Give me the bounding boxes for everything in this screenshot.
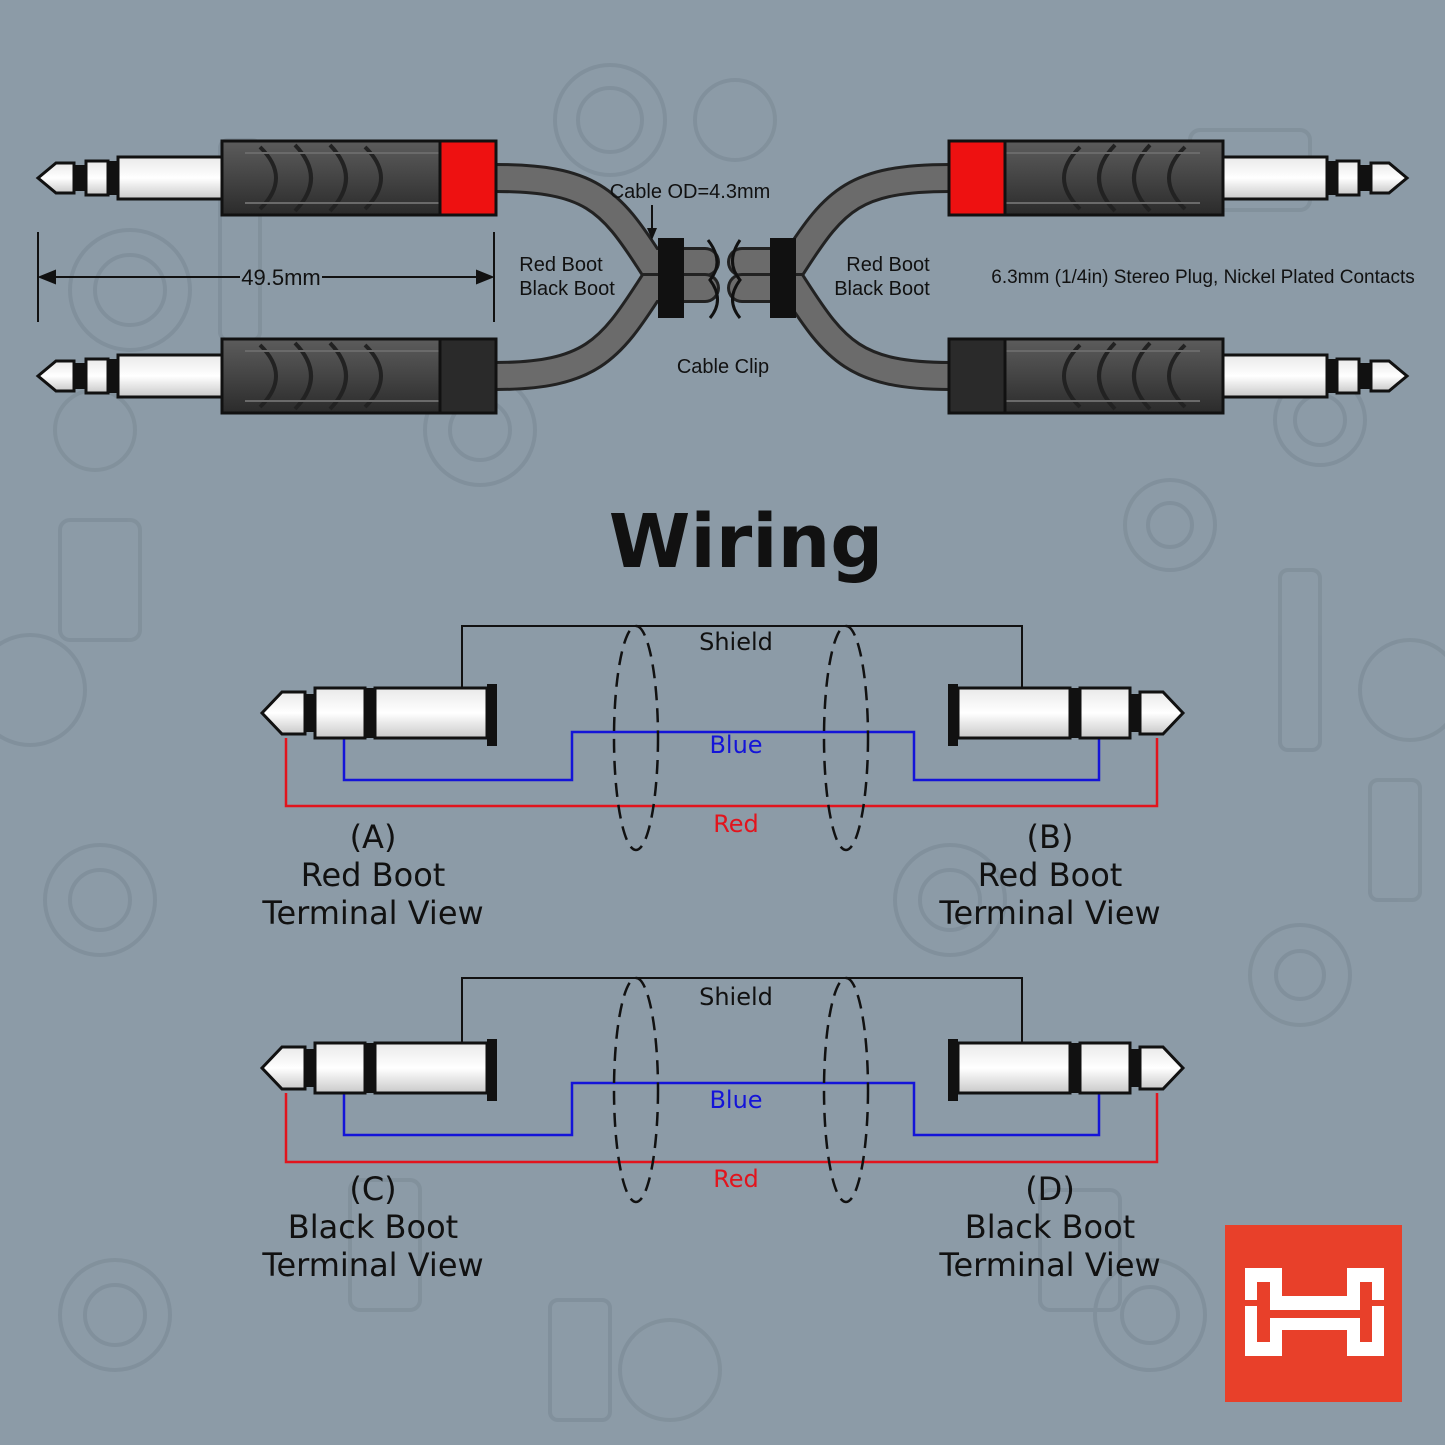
shield-label: Shield	[699, 983, 773, 1011]
cable-clip-right	[770, 238, 796, 318]
blue-label: Blue	[709, 1086, 762, 1114]
terminal-d-view: Terminal View	[938, 1246, 1160, 1284]
black-boot	[947, 337, 1007, 415]
wiring-diagram-ab: Shield Blue Red (A) Red Boot Terminal Vi…	[259, 624, 1186, 932]
shield-ellipse-left	[612, 976, 660, 1204]
shield-wire	[461, 625, 1023, 690]
red-boot	[438, 139, 498, 217]
cable-clip-label: Cable Clip	[677, 356, 769, 378]
terminal-c-id: (C)	[349, 1170, 396, 1208]
blue-wire	[342, 730, 1101, 782]
dimension-marker	[37, 232, 495, 322]
page-title: Wiring	[609, 499, 884, 585]
cable-clip-left	[658, 238, 684, 318]
plug-bottom-right	[947, 337, 1409, 415]
terminal-c-view: Terminal View	[261, 1246, 483, 1284]
terminal-d-id: (D)	[1025, 1170, 1075, 1208]
plug-top-right	[947, 139, 1409, 217]
plug-top-left	[36, 139, 498, 217]
plug-b	[948, 684, 1186, 746]
dimension-label: 49.5mm	[241, 265, 320, 290]
shield-ellipse-right	[822, 976, 870, 1204]
brand-logo-icon	[1225, 1225, 1402, 1402]
wiring-diagram-cd: Shield Blue Red (C) Black Boot Terminal …	[259, 976, 1186, 1284]
plug-c	[259, 1039, 497, 1101]
red-label: Red	[713, 1165, 759, 1193]
terminal-d-boot: Black Boot	[965, 1208, 1135, 1246]
terminal-a-view: Terminal View	[261, 894, 483, 932]
cable-od-label: Cable OD=4.3mm	[610, 181, 771, 203]
blue-label: Blue	[709, 731, 762, 759]
plug-description: 6.3mm (1/4in) Stereo Plug, Nickel Plated…	[991, 267, 1414, 288]
terminal-c-boot: Black Boot	[288, 1208, 458, 1246]
left-boot-label-black: Black Boot	[519, 278, 615, 300]
black-boot	[438, 337, 498, 415]
terminal-a-boot: Red Boot	[301, 856, 446, 894]
terminal-b-view: Terminal View	[938, 894, 1160, 932]
plug-bottom-left	[36, 337, 498, 415]
shield-label: Shield	[699, 628, 773, 656]
shield-ellipse-right	[822, 624, 870, 852]
terminal-a-id: (A)	[350, 818, 397, 856]
terminal-b-id: (B)	[1027, 818, 1074, 856]
red-label: Red	[713, 810, 759, 838]
right-boot-label-red: Red Boot	[846, 254, 930, 276]
plug-a	[259, 684, 497, 746]
terminal-b-boot: Red Boot	[978, 856, 1123, 894]
shield-ellipse-left	[612, 624, 660, 852]
red-wire	[284, 738, 1159, 808]
plug-d	[948, 1039, 1186, 1101]
left-boot-label-red: Red Boot	[519, 254, 603, 276]
red-boot	[947, 139, 1007, 217]
shield-wire	[461, 977, 1023, 1045]
red-wire	[284, 1093, 1159, 1164]
blue-wire	[342, 1081, 1101, 1137]
cable-illustration: 49.5mm Cable OD=4.3mm Red Boot Black Boo…	[36, 139, 1415, 415]
right-boot-label-black: Black Boot	[834, 278, 930, 300]
